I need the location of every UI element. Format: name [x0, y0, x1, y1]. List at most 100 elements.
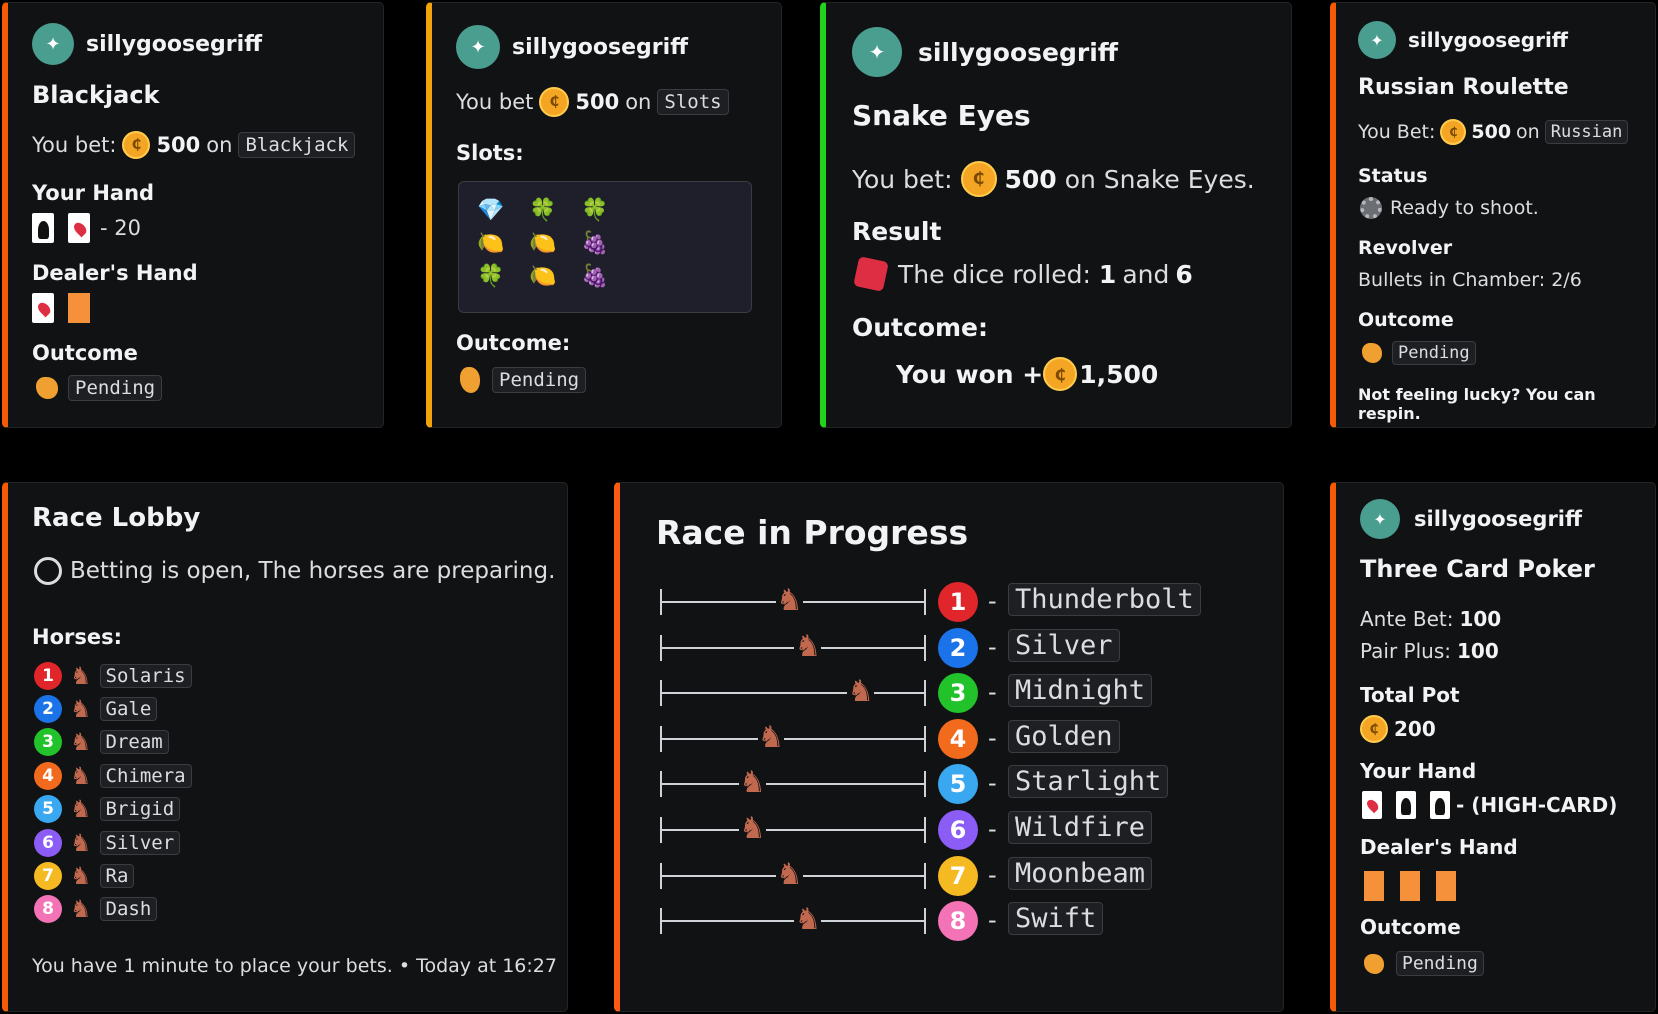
- playing-card-icon: [32, 293, 54, 323]
- horse-name: Dream: [99, 730, 169, 755]
- slot-symbol-icon: 🍋: [529, 264, 557, 289]
- separator: -: [988, 906, 997, 935]
- game-code: Blackjack: [238, 132, 356, 158]
- number-badge: 4: [34, 761, 62, 790]
- race-lane: ♞3-Midnight: [656, 672, 1276, 718]
- number-badge: 1: [938, 582, 978, 622]
- race-lane: ♞7-Moonbeam: [656, 855, 1276, 901]
- horse-list-item: 5♞Brigid: [34, 793, 192, 826]
- number-badge: 6: [938, 810, 978, 850]
- horse-icon: ♞: [70, 795, 92, 824]
- footer-text: Not feeling lucky? You can respin.: [1358, 385, 1596, 423]
- horse-list-item: 2 ♞ Gale: [34, 692, 192, 725]
- separator: -: [988, 860, 997, 889]
- horse-list-item: 4♞Chimera: [34, 759, 192, 792]
- track-line: [660, 920, 924, 923]
- avatar[interactable]: ✦: [852, 27, 902, 77]
- crossed-fingers-icon: [460, 367, 480, 393]
- avatar[interactable]: ✦: [1358, 21, 1396, 59]
- bet-prefix: You Bet:: [1358, 121, 1436, 143]
- author: ✦ sillygoosegriff: [852, 27, 1118, 77]
- author-name[interactable]: sillygoosegriff: [86, 31, 263, 57]
- track-finish: [924, 680, 926, 707]
- author: ✦ sillygoosegriff: [32, 23, 262, 65]
- bet-prefix: You bet:: [852, 164, 953, 194]
- pot-value: 200: [1394, 717, 1436, 741]
- author-name[interactable]: sillygoosegriff: [918, 37, 1119, 67]
- horse-name: Dash: [99, 897, 158, 922]
- slot-symbol-icon: 🍋: [529, 231, 557, 256]
- three-card-poker-card: ✦ sillygoosegriff Three Card Poker Ante …: [1330, 482, 1656, 1012]
- won-amount: 1,500: [1079, 359, 1159, 389]
- pair-line: Pair Plus: 100: [1360, 639, 1499, 663]
- horse-list-item: 1♞Solaris: [34, 659, 192, 692]
- result-label: Result: [852, 217, 942, 246]
- track-line: [660, 829, 924, 831]
- bet-on: on: [625, 90, 652, 114]
- track-finish: [924, 634, 926, 661]
- coin-icon: ₵: [122, 131, 151, 159]
- track-line: [660, 737, 924, 740]
- horse-list-item: 6♞Silver: [34, 826, 192, 859]
- your-hand-label: Your Hand: [1360, 759, 1477, 783]
- bet-line: You bet ₵ 500 on Slots: [456, 87, 729, 117]
- number-badge: 8: [34, 895, 62, 924]
- outcome: Pending: [1362, 341, 1476, 365]
- number-badge: 2: [34, 695, 62, 724]
- author-name[interactable]: sillygoosegriff: [512, 34, 689, 60]
- bet-amount: 500: [575, 90, 620, 114]
- race-lobby-card: Race Lobby Betting is open, The horses a…: [2, 482, 568, 1012]
- number-badge: 1: [34, 661, 62, 690]
- track-finish: [924, 725, 926, 752]
- revolver-cylinder-icon: [1360, 197, 1382, 219]
- race-lane: ♞2-Silver: [656, 627, 1276, 673]
- avatar[interactable]: ✦: [32, 23, 74, 65]
- lobby-title: Race Lobby: [32, 503, 201, 533]
- card-back-icon: [1400, 871, 1420, 901]
- horse-icon: ♞: [794, 902, 822, 939]
- horse-icon: ♞: [739, 811, 766, 847]
- bet-line: You Bet: ₵ 500 on Russian: [1358, 119, 1629, 145]
- horse-name: Gale: [99, 697, 158, 722]
- author: ✦ sillygoosegriff: [456, 25, 688, 69]
- outcome-value: Pending: [492, 367, 587, 393]
- your-hand: - 20: [32, 213, 141, 243]
- status-value: Ready to shoot.: [1390, 197, 1539, 219]
- author-name[interactable]: sillygoosegriff: [1408, 28, 1569, 52]
- status-text: Betting is open, The horses are preparin…: [70, 558, 556, 584]
- ante-line: Ante Bet: 100: [1360, 607, 1501, 631]
- number-badge: 5: [938, 764, 978, 805]
- author: ✦ sillygoosegriff: [1360, 499, 1582, 539]
- bet-amount: 500: [156, 133, 201, 157]
- horse-icon: ♞: [776, 583, 803, 619]
- race-lane: ♞6-Wildfire: [656, 809, 1276, 855]
- ante-value: 100: [1459, 607, 1502, 631]
- horse-name: Moonbeam: [1008, 856, 1153, 890]
- number-badge: 4: [938, 718, 978, 759]
- horse-name: Swift: [1008, 902, 1104, 936]
- separator: -: [988, 723, 997, 752]
- crossed-fingers-icon: [1362, 343, 1382, 363]
- author-name[interactable]: sillygoosegriff: [1414, 507, 1583, 531]
- horse-name: Silver: [99, 830, 181, 855]
- card-back-icon: [1436, 871, 1456, 901]
- your-hand: - (HIGH-CARD): [1362, 791, 1617, 819]
- outcome-value: Pending: [1396, 951, 1484, 976]
- number-badge: 3: [938, 673, 978, 714]
- card-back-icon: [68, 293, 90, 323]
- pot-label: Total Pot: [1360, 683, 1460, 707]
- horse-icon: ♞: [757, 719, 785, 756]
- horse-name: Midnight: [1008, 674, 1153, 708]
- bet-prefix: You bet: [456, 90, 534, 114]
- horse-name: Solaris: [99, 663, 192, 688]
- horse-icon: ♞: [739, 765, 766, 802]
- author: ✦ sillygoosegriff: [1358, 21, 1568, 59]
- slots-label: Slots:: [456, 141, 524, 165]
- lobby-footer: You have 1 minute to place your bets. • …: [32, 955, 557, 977]
- horse-icon: ♞: [70, 695, 92, 724]
- avatar[interactable]: ✦: [456, 25, 500, 69]
- loading-circle-icon: [34, 557, 62, 585]
- horse-list-item: 8♞Dash: [34, 893, 192, 926]
- avatar[interactable]: ✦: [1360, 499, 1400, 539]
